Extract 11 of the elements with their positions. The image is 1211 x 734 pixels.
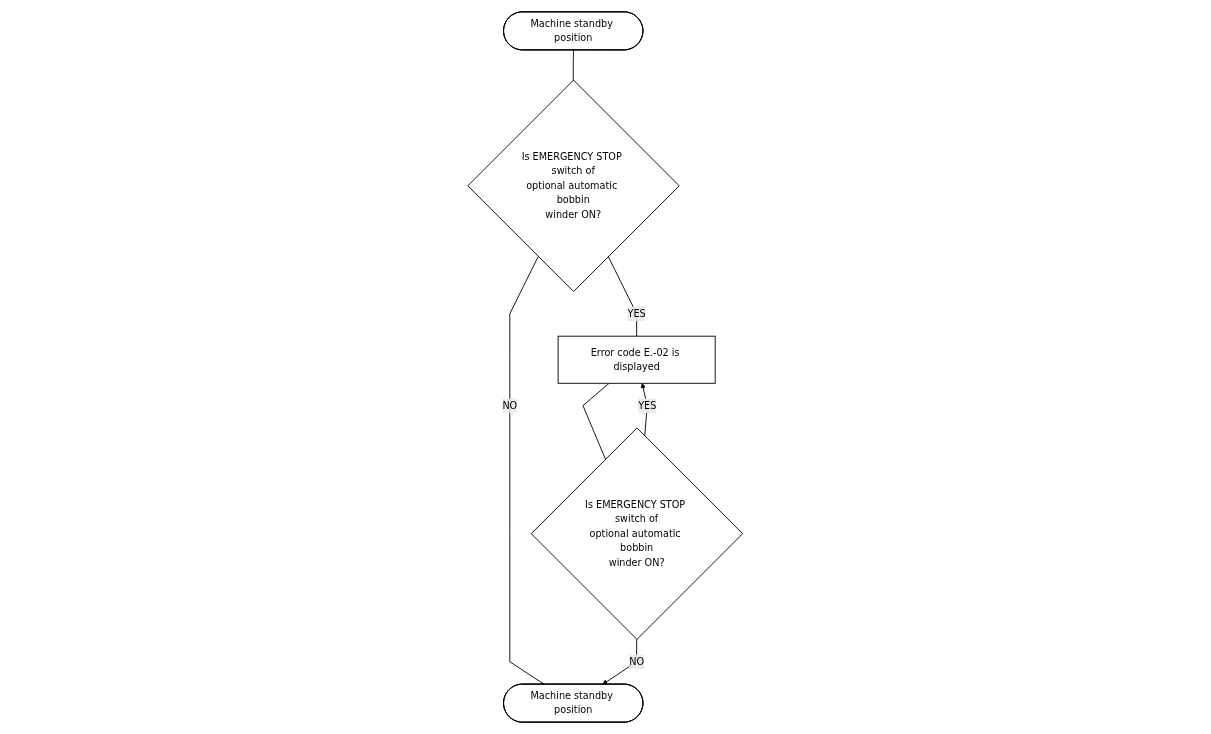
edge-label: NO (629, 655, 645, 668)
connector (509, 256, 546, 685)
edge-label: YES (638, 399, 657, 412)
connector (573, 49, 575, 81)
edge-label: NO (502, 399, 518, 412)
node-diamond: Is EMERGENCY STOP switch of optional automatic bobbin winder ON? (531, 427, 744, 640)
edge-label: YES (627, 307, 646, 320)
connector (608, 256, 638, 337)
node-box: Error code E.-02 is displayed (557, 335, 716, 384)
connector (582, 382, 610, 460)
node-diamond: Is EMERGENCY STOP switch of optional automatic bobbin winder ON? (467, 79, 680, 292)
